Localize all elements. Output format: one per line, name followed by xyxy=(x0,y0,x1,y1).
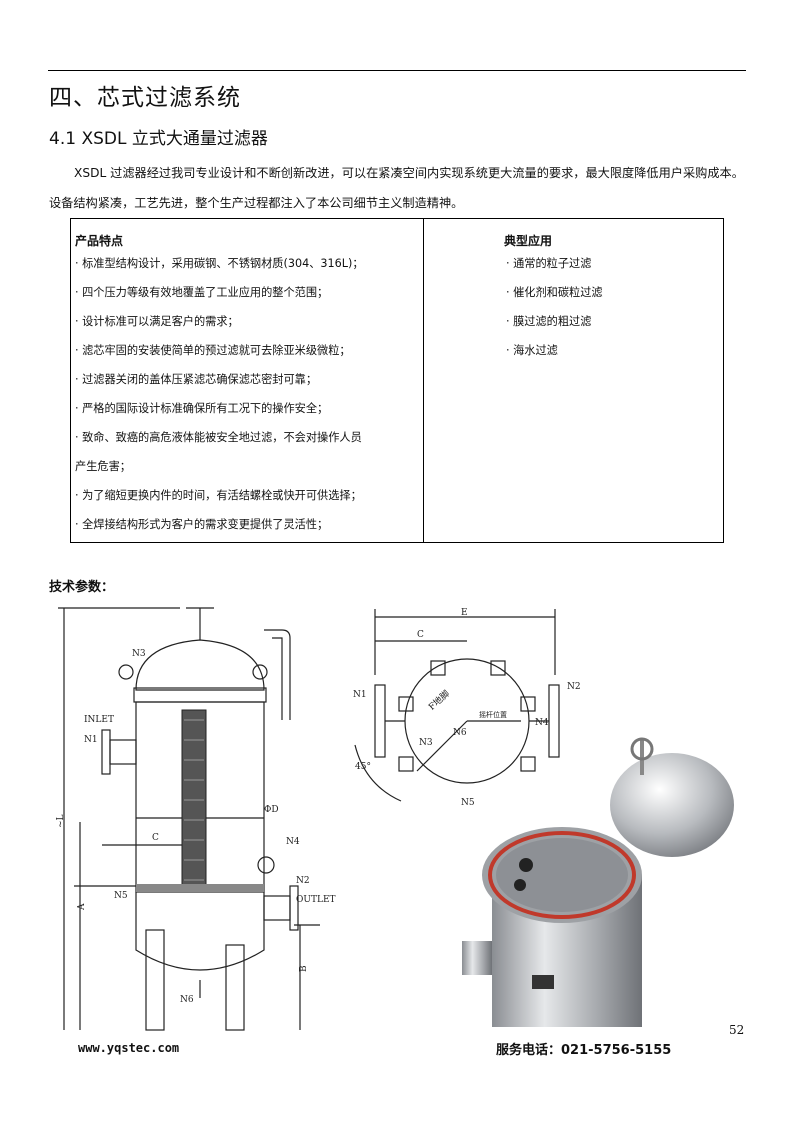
label-n1-top: N1 xyxy=(353,690,367,700)
label-c-top: C xyxy=(417,630,424,640)
feature-item: · 全焊接结构形式为客户的需求变更提供了灵活性； xyxy=(75,518,329,531)
filter-photo xyxy=(462,737,734,1027)
features-cell: 产品特点 · 标准型结构设计，采用碳钢、不锈钢材质(304、316L)； · 四… xyxy=(70,218,424,543)
intro-paragraph: XSDL 过滤器经过我司专业设计和不断创新改进，可以在紧凑空间内实现系统更大流量… xyxy=(49,166,744,210)
feature-item: · 标准型结构设计，采用碳钢、不锈钢材质(304、316L)； xyxy=(75,257,364,270)
application-item: · 通常的粒子过滤 xyxy=(506,257,592,270)
applications-cell: 典型应用 · 通常的粒子过滤 · 催化剂和碳粒过滤 · 膜过滤的粗过滤 · 海水… xyxy=(423,218,724,543)
label-inlet: INLET xyxy=(84,715,114,725)
side-elevation-drawing: INLET N1 N3 N4 N2 OUTLET N5 N6 ΦD C ~L A… xyxy=(56,607,336,1031)
subsection-heading: 4.1 XSDL 立式大通量过滤器 xyxy=(49,129,268,149)
top-view-drawing: E C N1 N2 N3 N4 N5 N6 F地脚 摇杆位置 45° xyxy=(353,608,581,808)
label-n6-top: N6 xyxy=(453,728,467,738)
label-n6: N6 xyxy=(180,995,194,1005)
feature-item: · 严格的国际设计标准确保所有工况下的操作安全； xyxy=(75,402,329,415)
feature-item: · 四个压力等级有效地覆盖了工业应用的整个范围； xyxy=(75,286,329,299)
application-item: · 膜过滤的粗过滤 xyxy=(506,315,592,328)
feature-item: · 设计标准可以满足客户的需求； xyxy=(75,315,239,328)
label-angle: 45° xyxy=(355,762,371,772)
label-f: F地脚 xyxy=(426,688,452,713)
label-phi-d: ΦD xyxy=(264,805,279,815)
application-item: · 海水过滤 xyxy=(506,344,558,357)
label-n5-top: N5 xyxy=(461,798,475,808)
label-a: A xyxy=(77,903,87,911)
label-l: ~L xyxy=(56,814,66,828)
label-n3-top: N3 xyxy=(419,738,433,748)
label-e: E xyxy=(461,608,468,618)
label-handle: 摇杆位置 xyxy=(479,710,507,719)
label-n2: N2 xyxy=(296,876,310,886)
feature-item: 产生危害； xyxy=(75,460,131,473)
filter-element xyxy=(181,709,207,893)
page-number: 52 xyxy=(729,1023,745,1037)
label-outlet: OUTLET xyxy=(296,895,336,905)
label-n4: N4 xyxy=(286,837,300,847)
label-n2-top: N2 xyxy=(567,682,581,692)
label-n5: N5 xyxy=(114,891,128,901)
label-c: C xyxy=(152,833,159,843)
label-b: B xyxy=(299,965,309,972)
features-title: 产品特点 xyxy=(75,234,124,248)
feature-table: 产品特点 · 标准型结构设计，采用碳钢、不锈钢材质(304、316L)； · 四… xyxy=(70,218,724,543)
applications-title: 典型应用 xyxy=(504,234,553,248)
label-n1: N1 xyxy=(84,735,98,745)
label-n3: N3 xyxy=(132,649,146,659)
feature-item: · 为了缩短更换内件的时间，有活结螺栓或快开可供选择； xyxy=(75,489,362,502)
top-rule xyxy=(48,70,746,71)
tech-params-title: 技术参数： xyxy=(49,580,115,595)
service-phone: 服务电话：021-5756-5155 xyxy=(496,1043,672,1058)
website-link[interactable]: www.yqstec.com xyxy=(78,1041,180,1055)
feature-item: · 滤芯牢固的安装使简单的预过滤就可去除亚米级微粒； xyxy=(75,344,351,357)
application-item: · 催化剂和碳粒过滤 xyxy=(506,286,603,299)
feature-item: · 致命、致癌的高危液体能被安全地过滤，不会对操作人员 xyxy=(75,431,362,444)
section-heading: 四、芯式过滤系统 xyxy=(49,85,241,111)
feature-item: · 过滤器关闭的盖体压紧滤芯确保滤芯密封可靠； xyxy=(75,373,318,386)
label-n4-top: N4 xyxy=(535,718,549,728)
